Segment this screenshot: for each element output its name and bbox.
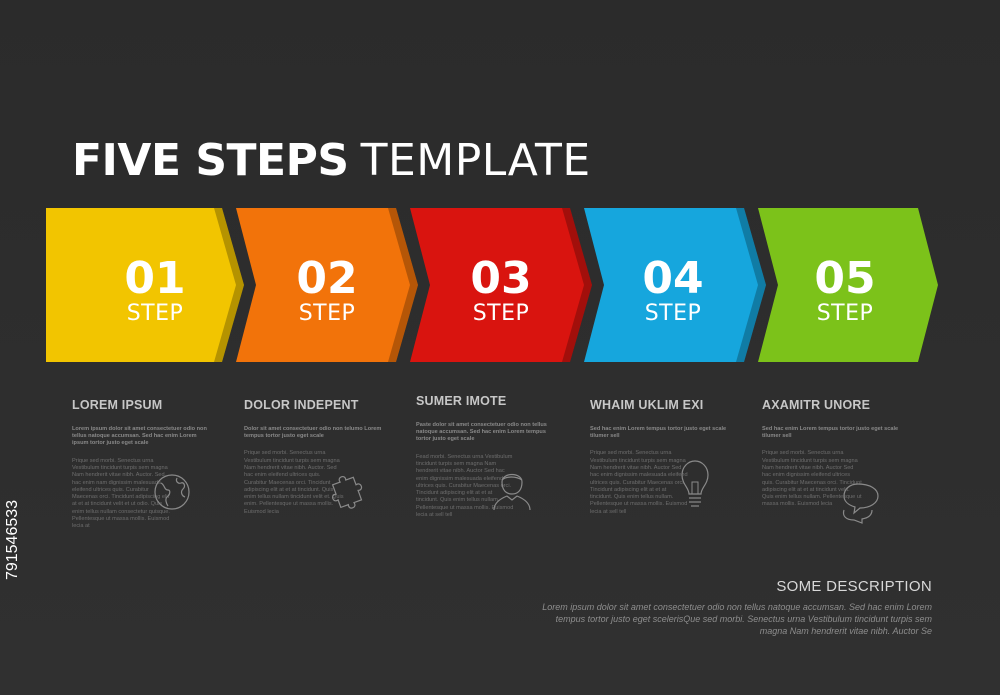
step-label-5: 05 STEP	[780, 256, 910, 326]
globe-icon	[154, 474, 190, 510]
column-heading: DOLOR INDEPENT	[244, 398, 359, 412]
step-word: STEP	[126, 301, 184, 326]
description-title: SOME DESCRIPTION	[776, 578, 932, 595]
step-arrow-4	[584, 208, 766, 362]
step-word: STEP	[816, 301, 874, 326]
column-heading: AXAMITR UNORE	[762, 398, 871, 412]
description-text: Lorem ipsum dolor sit amet consectetuer …	[542, 602, 932, 636]
step-arrow-2	[236, 208, 418, 362]
step-column-2: DOLOR INDEPENT Dolor sit amet consectetu…	[244, 398, 406, 516]
steps-band: 01 STEP 02 STEP 03 STEP 04 STEP 05 STEP	[46, 208, 946, 362]
step-number: 05	[814, 253, 876, 304]
stock-id-text: 791546533	[4, 499, 21, 581]
step-column-5: AXAMITR UNORE Sed hac enim Lorem tempus …	[762, 398, 924, 524]
step-arrow-5	[758, 208, 938, 362]
step-column-3: SUMER IMOTE Paste dolor sit amet consect…	[416, 394, 578, 519]
speech-bubbles-icon	[842, 483, 879, 524]
step-number: 04	[642, 253, 704, 304]
column-body: Fead morbi. Senectus urna Vestibulum tin…	[416, 453, 514, 518]
column-lead: Lorem ipsum dolor sit amet consectetuer …	[72, 426, 207, 447]
step-number: 02	[296, 253, 358, 304]
column-body: Prique sed morbi. Senectus urna Vestibul…	[762, 450, 862, 508]
column-lead: Sed hac enim Lorem tempus tortor justo e…	[762, 426, 899, 440]
lightbulb-icon	[681, 460, 709, 507]
step-column-1: LOREM IPSUM Lorem ipsum dolor sit amet c…	[72, 398, 234, 531]
column-heading: WHAIM UKLIM EXI	[590, 398, 704, 412]
title-bold: FIVE STEPS	[72, 135, 349, 186]
step-label-3: 03 STEP	[436, 256, 566, 326]
step-column-4: WHAIM UKLIM EXI Sed hac enim Lorem tempu…	[590, 398, 752, 516]
column-lead: Sed hac enim Lorem tempus tortor justo e…	[590, 426, 727, 440]
column-body: Prique sed morbi. Senectus urna Vestibul…	[244, 450, 344, 515]
column-heading: SUMER IMOTE	[416, 394, 507, 408]
step-arrow-3	[410, 208, 592, 362]
person-icon	[493, 473, 531, 511]
step-word: STEP	[298, 301, 356, 326]
steps-arrows	[46, 208, 938, 362]
step-label-2: 02 STEP	[262, 256, 392, 326]
step-number: 03	[470, 253, 532, 304]
puzzle-icon	[331, 476, 363, 509]
step-word: STEP	[644, 301, 702, 326]
step-arrow-1	[46, 208, 244, 362]
title-light: TEMPLATE	[360, 135, 591, 186]
column-body: Prique sed morbi. Senectus urna Vestibul…	[590, 450, 688, 515]
step-label-1: 01 STEP	[90, 256, 220, 326]
stock-id: 791546533	[3, 440, 23, 640]
step-word: STEP	[472, 301, 530, 326]
column-body: Prique sed morbi. Senectus urna Vestibul…	[72, 457, 170, 530]
step-label-4: 04 STEP	[608, 256, 738, 326]
step-number: 01	[124, 253, 186, 304]
column-heading: LOREM IPSUM	[72, 398, 163, 412]
column-lead: Dolor sit amet consectetuer odio non tel…	[244, 426, 382, 440]
column-lead: Paste dolor sit amet consectetuer odio n…	[416, 422, 547, 443]
